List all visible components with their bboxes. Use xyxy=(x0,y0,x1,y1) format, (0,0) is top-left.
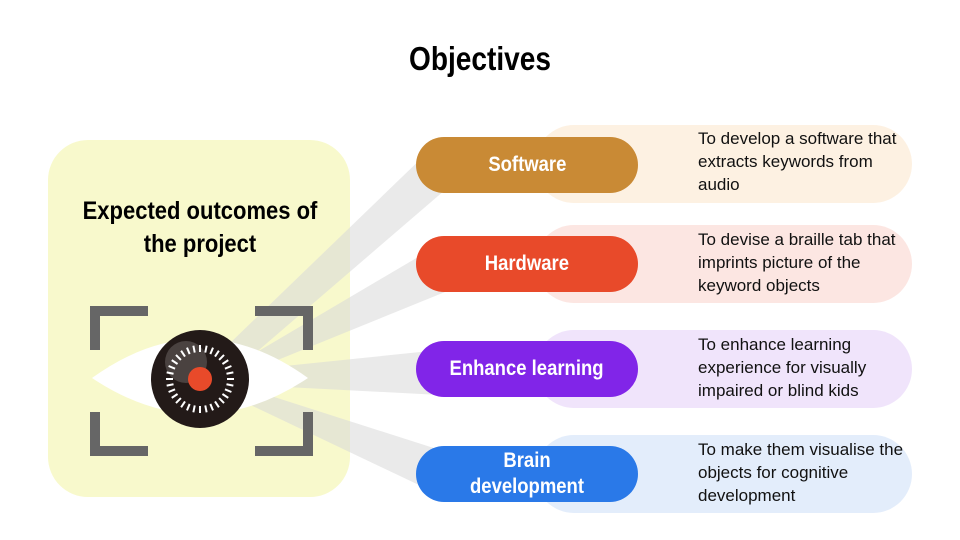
hardware-label: Hardware xyxy=(416,236,638,292)
iris-tick xyxy=(180,350,186,358)
iris-tick xyxy=(175,397,182,404)
iris-tick xyxy=(214,350,220,358)
iris-tick xyxy=(226,383,234,387)
iris-tick xyxy=(226,371,234,375)
iris-tick xyxy=(166,371,174,375)
iris-tick xyxy=(214,400,220,408)
enhance-learning-label: Enhance learning xyxy=(416,341,638,397)
iris-tick xyxy=(209,403,214,411)
hardware-description: To devise a braille tab that imprints pi… xyxy=(698,230,896,295)
iris-tick xyxy=(175,354,182,361)
card-title: Expected outcomes of the project xyxy=(82,197,318,258)
enhance-learning-description: To enhance learning experience for visua… xyxy=(698,335,867,400)
iris-tick xyxy=(221,359,229,365)
iris-tick xyxy=(192,345,196,353)
iris-tick xyxy=(180,400,186,408)
iris-tick xyxy=(171,393,179,399)
iris-tick xyxy=(192,405,196,413)
iris-tick xyxy=(168,388,176,393)
focus-brackets-icon xyxy=(90,306,313,456)
iris-tick xyxy=(204,405,208,413)
software-description: To develop a software that extracts keyw… xyxy=(698,129,897,194)
iris-tick xyxy=(218,397,225,404)
software-label: Software xyxy=(416,137,638,193)
iris-tick xyxy=(168,365,176,370)
brain-development-label: Brain development xyxy=(416,446,638,502)
iris-tick xyxy=(166,383,174,387)
iris-tick xyxy=(224,388,232,393)
page-title: Objectives xyxy=(409,40,551,77)
iris-tick xyxy=(224,365,232,370)
brain-development-description: To make them visualise the objects for c… xyxy=(698,440,904,505)
iris-tick xyxy=(186,347,191,355)
iris-tick xyxy=(204,345,208,353)
iris-tick xyxy=(186,403,191,411)
iris-tick xyxy=(171,359,179,365)
eye-pupil-icon xyxy=(188,367,212,391)
iris-tick xyxy=(218,354,225,361)
iris-tick xyxy=(221,393,229,399)
iris-tick xyxy=(209,347,214,355)
